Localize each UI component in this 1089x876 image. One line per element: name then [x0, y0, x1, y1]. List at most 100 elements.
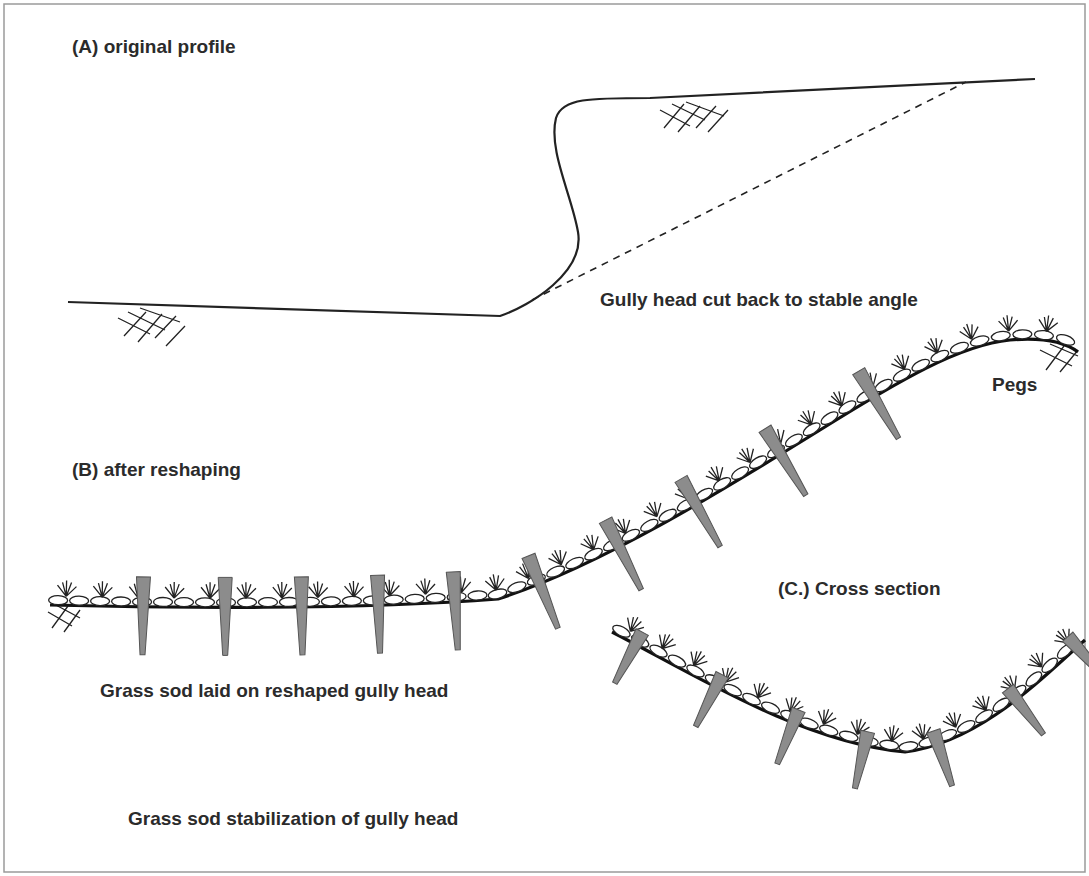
sod-clod	[892, 367, 913, 384]
sod-clod	[49, 595, 68, 604]
peg	[1063, 632, 1089, 684]
sod-clod	[384, 595, 403, 605]
grass-tuft	[201, 582, 220, 598]
callout-label: Pegs	[992, 374, 1037, 396]
sod-clod	[545, 564, 566, 580]
grass-tuft	[57, 580, 76, 596]
sod-clod	[969, 334, 990, 348]
peg	[771, 707, 805, 766]
peg	[1002, 684, 1049, 738]
sod-clod	[819, 409, 840, 427]
sod-clod	[748, 453, 769, 471]
sod-clod	[910, 357, 931, 374]
sod-clod	[321, 597, 340, 606]
sod-clod	[196, 598, 215, 607]
sod-clod	[949, 340, 970, 355]
sod-clod	[175, 598, 194, 607]
sod-clod	[760, 700, 781, 716]
caption: Grass sod stabilization of gully head	[128, 808, 458, 830]
sod-clod	[1034, 330, 1054, 341]
grass-tuft	[998, 314, 1018, 332]
cross-section-line	[612, 632, 1085, 752]
sod-clod	[1024, 669, 1044, 688]
grass-tuft	[922, 334, 946, 356]
grass-tuft	[734, 444, 759, 468]
grass-tuft	[578, 531, 602, 554]
original-ground-line	[68, 79, 1035, 316]
grass-tuft	[273, 582, 292, 598]
sod-clod	[154, 597, 173, 606]
peg	[690, 672, 729, 730]
peg	[218, 577, 232, 655]
sod-clod	[70, 596, 89, 605]
grass-tuft	[826, 387, 851, 411]
grass-tuft	[93, 581, 112, 597]
sod-clod	[879, 739, 899, 751]
profile-label: (B) after reshaping	[72, 459, 241, 481]
sod-clod	[112, 597, 131, 606]
peg	[675, 475, 726, 550]
sod-clod	[258, 598, 277, 607]
grass-tuft	[237, 582, 256, 598]
sod-clod	[1055, 332, 1076, 347]
peg	[446, 572, 464, 651]
pegs	[136, 368, 905, 656]
grass-sod	[611, 613, 1076, 752]
peg	[136, 577, 151, 655]
grass-tuft	[344, 581, 363, 597]
sod-clod	[722, 682, 743, 698]
note-label: Grass sod laid on reshaped gully head	[100, 680, 448, 702]
sod-clod	[818, 723, 839, 737]
pegs	[609, 629, 1089, 790]
grass-tuft	[750, 679, 774, 702]
sod-clod	[712, 475, 733, 492]
grass-tuft	[1024, 648, 1049, 673]
grass-tuft	[1038, 314, 1059, 332]
peg	[853, 368, 905, 442]
peg	[609, 629, 649, 687]
grass-tuft	[547, 546, 571, 568]
grass-tuft	[941, 709, 965, 732]
grass-tuft	[654, 630, 678, 653]
sod-clod	[639, 517, 660, 534]
sod-clod	[898, 741, 918, 753]
reshaped-ground-line	[50, 339, 1078, 607]
sod-clod	[730, 464, 751, 482]
sod-clod	[237, 598, 256, 607]
grass-tuft	[484, 573, 506, 592]
sod-clod	[468, 590, 488, 600]
sod-clod	[426, 593, 445, 603]
sod-clod	[666, 653, 687, 670]
grass-tuft	[416, 578, 436, 595]
frame	[4, 4, 1085, 872]
sod-clod	[657, 507, 678, 524]
grass-sod	[49, 314, 1077, 607]
grass-tuft	[309, 581, 328, 597]
grass-tuft	[795, 406, 820, 430]
sod-clod	[564, 555, 585, 571]
peg	[599, 517, 647, 593]
sod-clod	[837, 398, 858, 416]
profile-label: (A) original profile	[72, 36, 236, 58]
sod-clod	[783, 432, 804, 450]
grass-tuft	[889, 350, 913, 373]
grass-tuft	[165, 582, 184, 598]
grass-tuft	[958, 321, 981, 342]
section-label: (C.) Cross section	[778, 578, 941, 600]
grass-tuft	[970, 691, 995, 715]
note-label: Gully head cut back to stable angle	[600, 289, 918, 311]
peg	[294, 577, 309, 655]
sod-clod	[991, 330, 1011, 342]
grass-tuft	[883, 724, 904, 743]
sod-clod	[1013, 330, 1032, 339]
grass-tuft	[815, 706, 838, 727]
peg	[371, 575, 387, 653]
grass-tuft	[641, 498, 665, 521]
peg	[522, 553, 564, 631]
peg	[759, 425, 812, 499]
sod-clod	[506, 580, 527, 595]
peg	[927, 729, 959, 788]
sod-clod	[342, 596, 361, 605]
peg	[848, 730, 874, 790]
